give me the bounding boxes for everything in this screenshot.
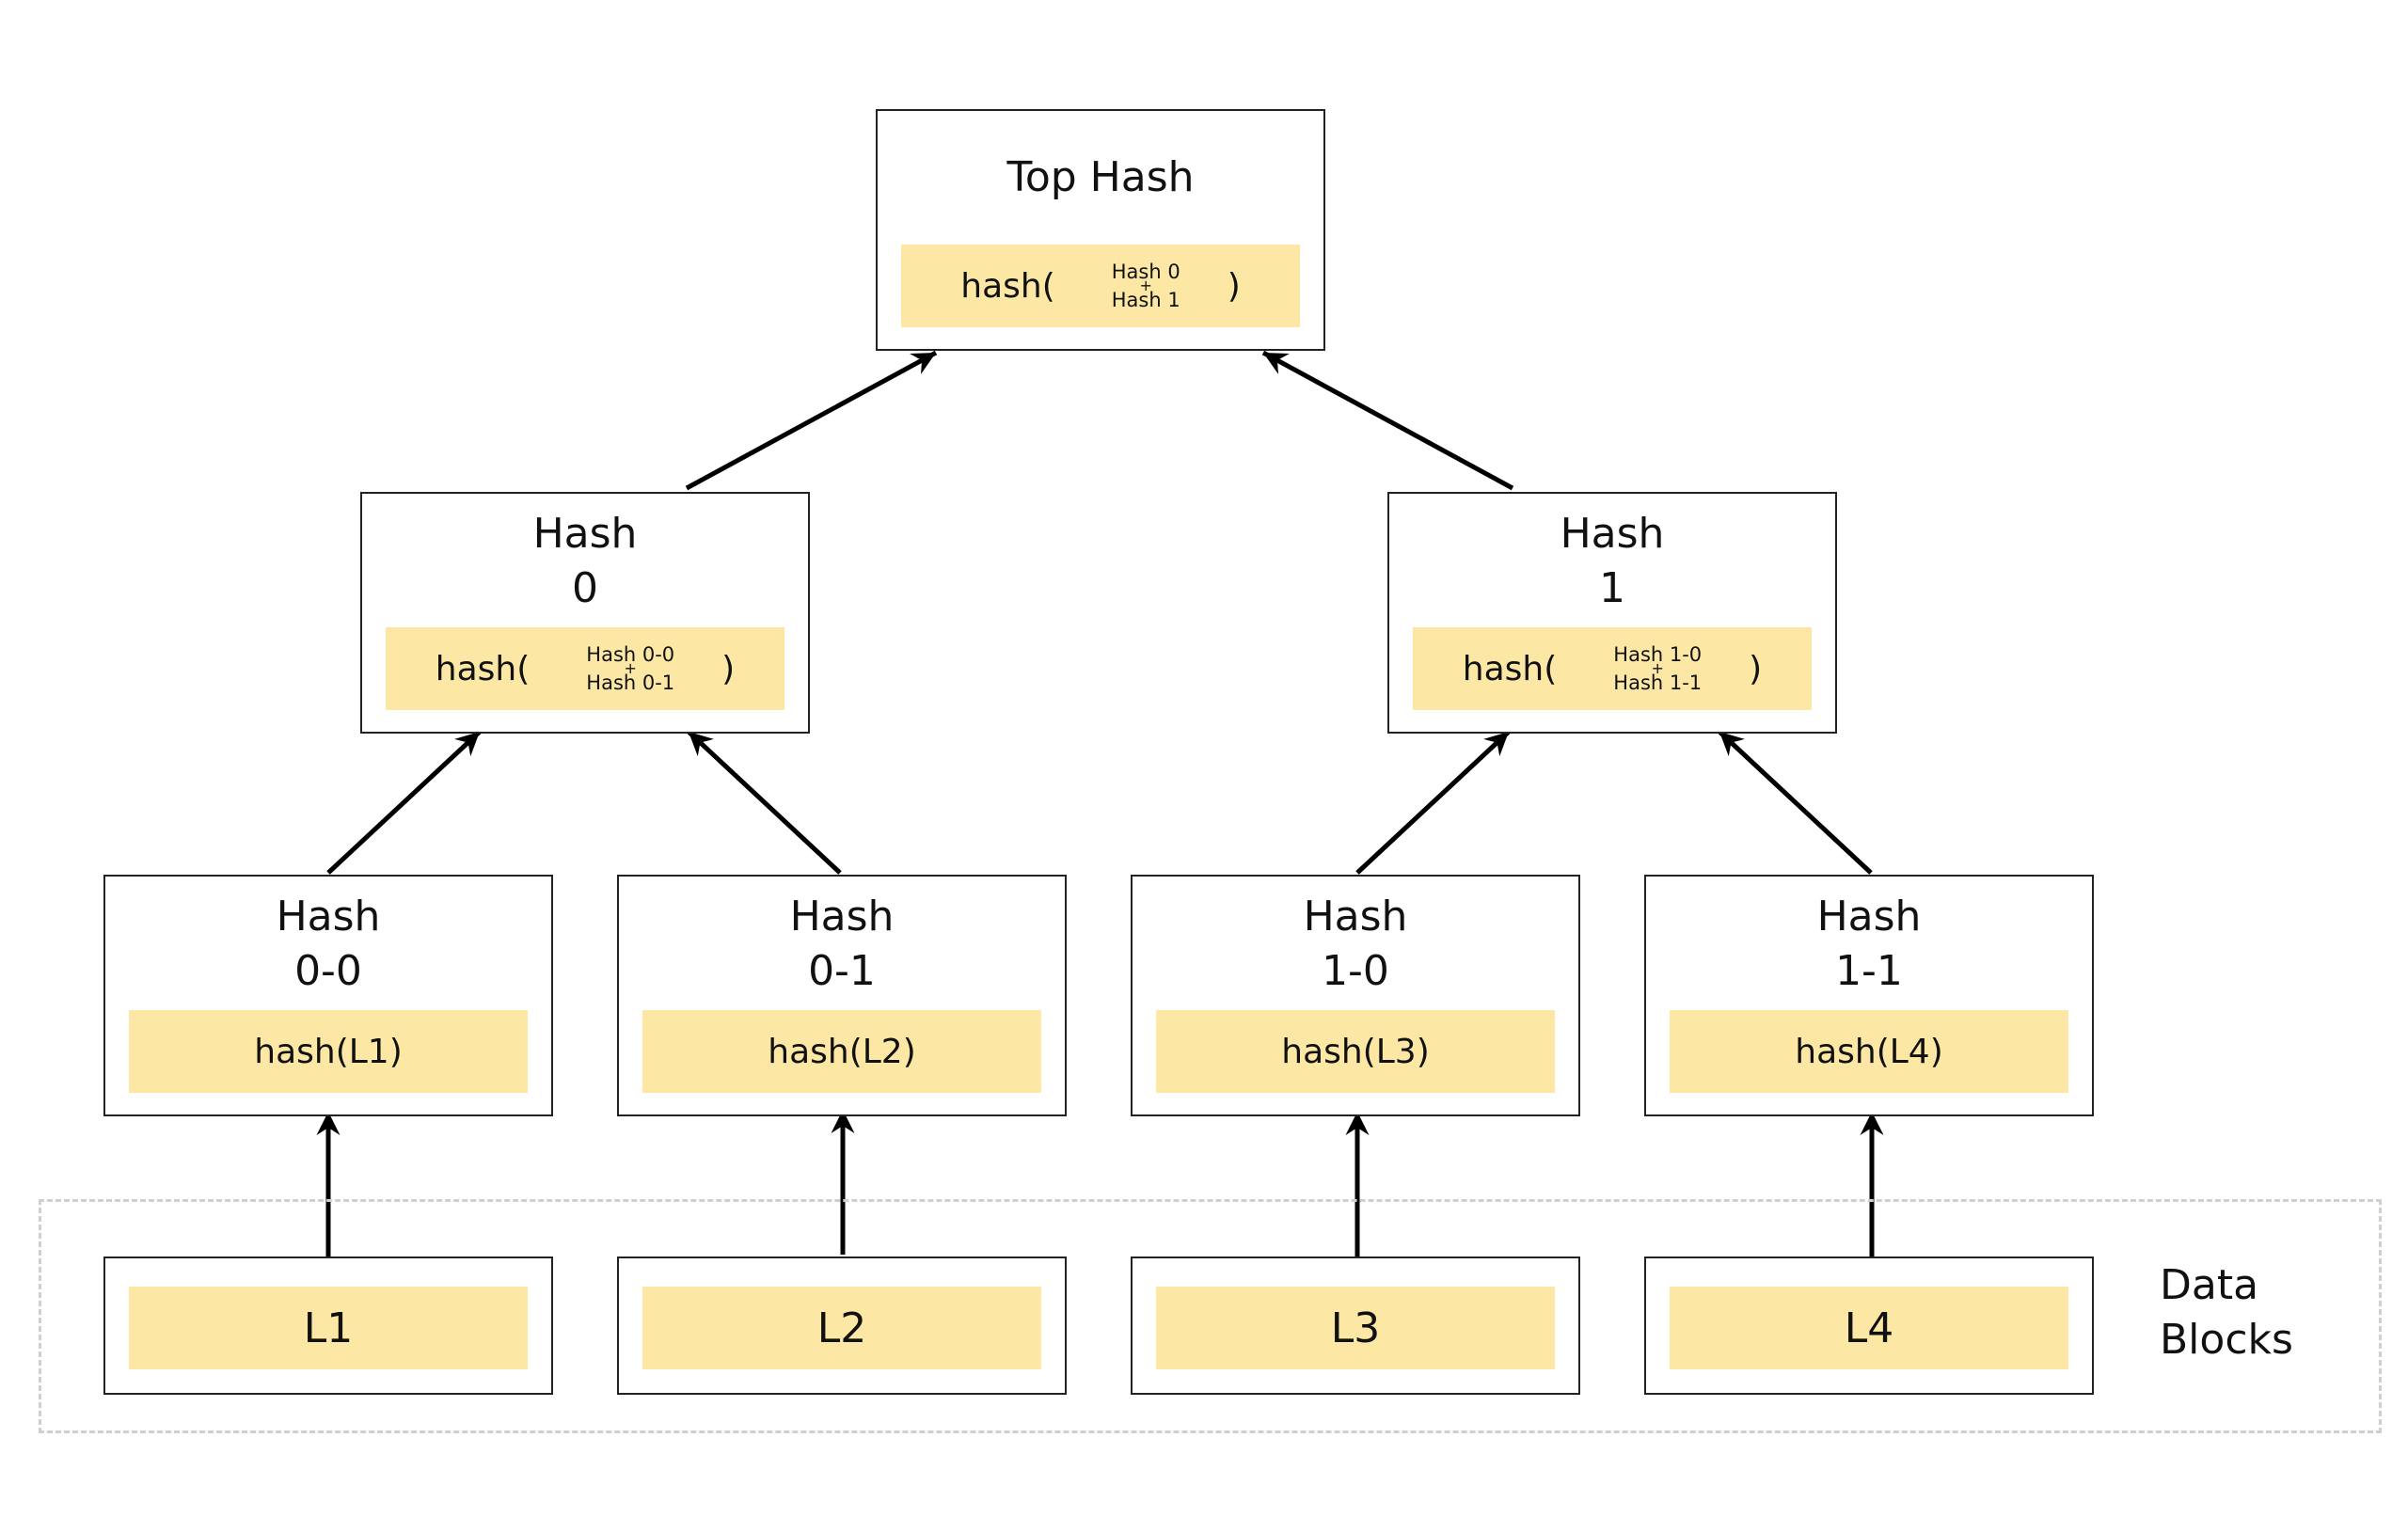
hash-1-title: Hash 1 xyxy=(1560,510,1665,612)
top-hash-node: Top Hash hash( Hash 0 + Hash 1 ) xyxy=(876,109,1325,351)
arrow-hash01-to-hash0 xyxy=(687,730,842,875)
arrow-hash0-to-top xyxy=(685,350,938,491)
hash-0-formula: hash( Hash 0-0 + Hash 0-1 ) xyxy=(386,627,784,710)
arrow-hash1-to-top xyxy=(1261,350,1514,491)
hash-0-title: Hash 0 xyxy=(532,510,638,612)
hash-1-1-formula: hash(L4) xyxy=(1670,1010,2068,1093)
hash-0-node: Hash 0 hash( Hash 0-0 + Hash 0-1 ) xyxy=(360,492,810,734)
arrow-hash10-to-hash1 xyxy=(1355,730,1511,875)
hash-1-1-title: Hash 1-1 xyxy=(1816,893,1922,995)
data-block-l4: L4 xyxy=(1644,1256,2094,1395)
data-block-l2-label: L2 xyxy=(642,1287,1041,1369)
hash-0-0-formula: hash(L1) xyxy=(129,1010,528,1093)
arrow-hash11-to-hash1 xyxy=(1718,730,1873,875)
hash-0-0-title: Hash 0-0 xyxy=(276,893,381,995)
arrow-hash00-to-hash0 xyxy=(326,730,482,875)
hash-0-1-formula: hash(L2) xyxy=(642,1010,1041,1093)
hash-1-0-node: Hash 1-0 hash(L3) xyxy=(1131,875,1580,1116)
data-block-l1-label: L1 xyxy=(129,1287,528,1369)
data-block-l3: L3 xyxy=(1131,1256,1580,1395)
hash-1-node: Hash 1 hash( Hash 1-0 + Hash 1-1 ) xyxy=(1387,492,1837,734)
top-hash-formula: hash( Hash 0 + Hash 1 ) xyxy=(901,245,1300,327)
hash-1-0-title: Hash 1-0 xyxy=(1303,893,1408,995)
data-block-l4-label: L4 xyxy=(1670,1287,2068,1369)
hash-0-1-title: Hash 0-1 xyxy=(789,893,895,995)
hash-0-0-node: Hash 0-0 hash(L1) xyxy=(103,875,553,1116)
hash-1-formula: hash( Hash 1-0 + Hash 1-1 ) xyxy=(1413,627,1812,710)
top-hash-title: Top Hash xyxy=(1006,153,1195,201)
hash-1-0-formula: hash(L3) xyxy=(1156,1010,1555,1093)
data-blocks-region xyxy=(39,1199,2382,1433)
data-block-l3-label: L3 xyxy=(1156,1287,1555,1369)
hash-0-1-node: Hash 0-1 hash(L2) xyxy=(617,875,1067,1116)
hash-1-1-node: Hash 1-1 hash(L4) xyxy=(1644,875,2094,1116)
data-blocks-label: Data Blocks xyxy=(2160,1261,2293,1364)
data-block-l2: L2 xyxy=(617,1256,1067,1395)
data-block-l1: L1 xyxy=(103,1256,553,1395)
